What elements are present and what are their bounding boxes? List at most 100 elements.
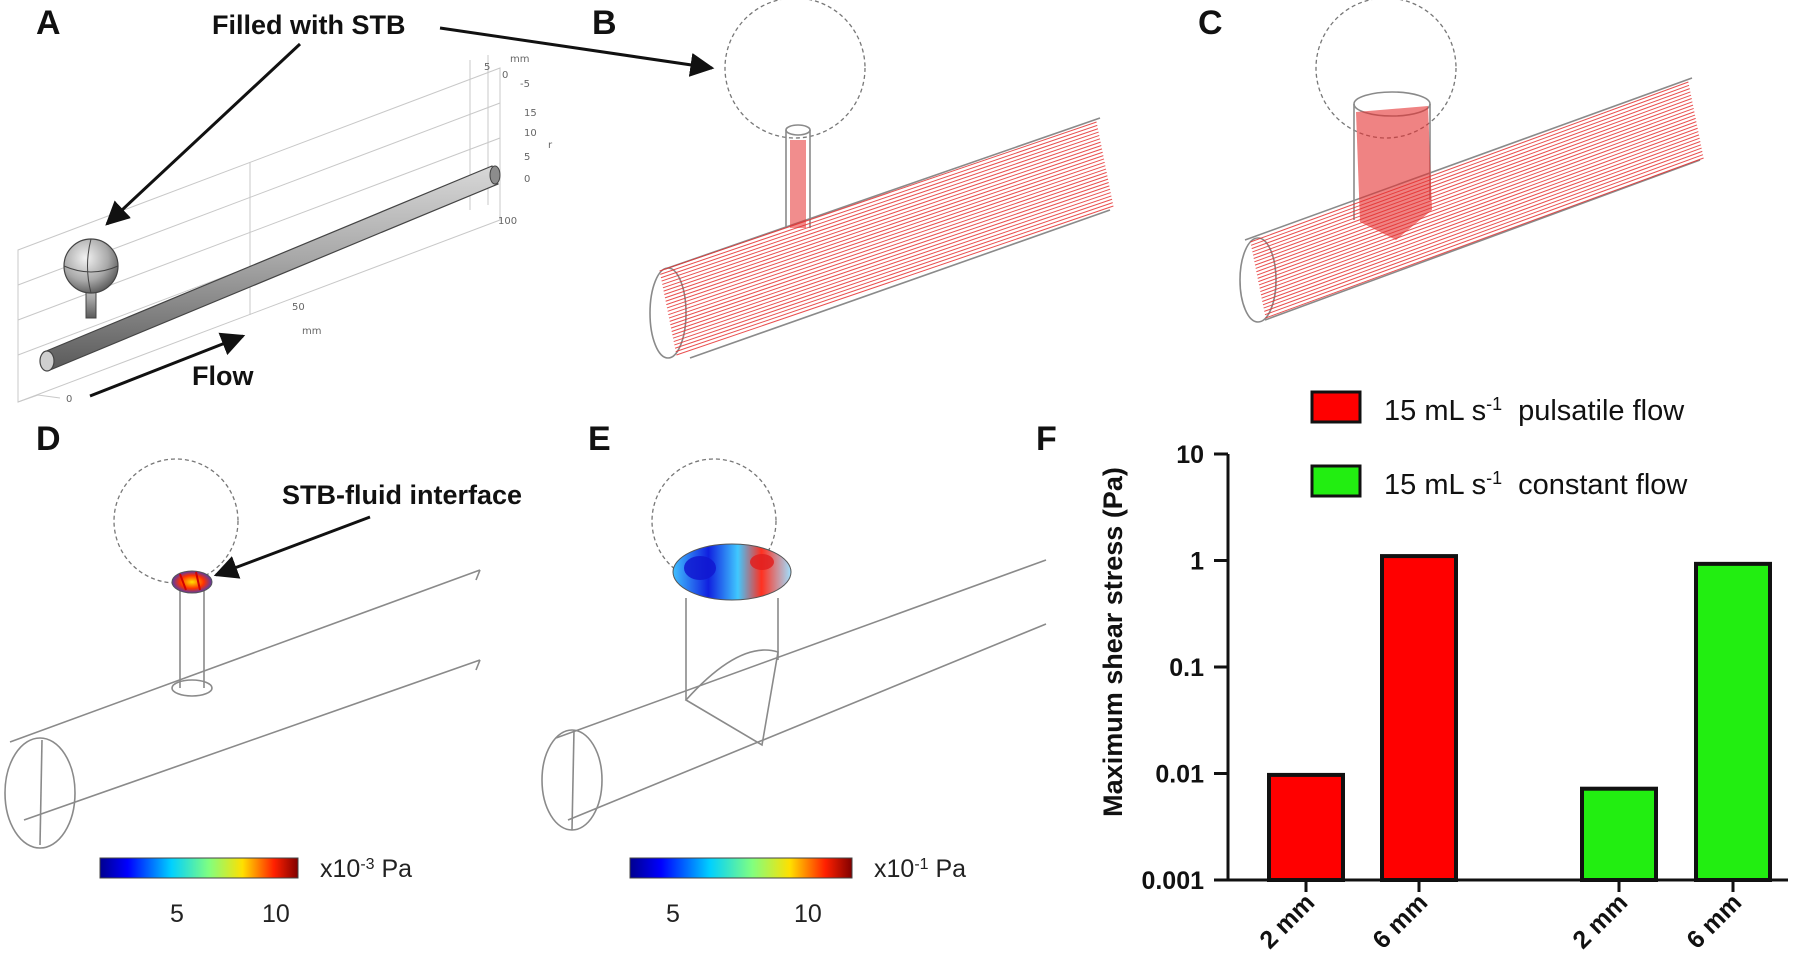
streamline	[1256, 111, 1695, 273]
streamline	[674, 198, 1113, 349]
colorbar-d-tick-10: 10	[262, 900, 290, 928]
x-tick-label: 2 mm	[1567, 888, 1633, 954]
y-tick-label: 0.001	[1141, 867, 1204, 895]
colorbar-e-tick-10: 10	[794, 900, 822, 928]
annotation-stb-fluid-interface: STB-fluid interface	[282, 480, 522, 510]
arrow-flow	[89, 332, 246, 398]
streamline	[1254, 104, 1694, 266]
y-tick-label: 0.1	[1169, 654, 1204, 682]
colorbar-e	[629, 857, 853, 879]
streamline	[675, 202, 1113, 353]
y-tick-label: 0.01	[1155, 761, 1204, 789]
panel-a-z-tick-0: 5	[484, 62, 490, 73]
y-axis-label: Maximum shear stress (Pa)	[1098, 467, 1128, 817]
streamline	[659, 121, 1097, 272]
y-tick-label: 10	[1176, 441, 1204, 469]
streamline	[673, 192, 1111, 343]
streamline	[1258, 124, 1698, 286]
streamline	[660, 128, 1099, 279]
streamline	[1262, 144, 1702, 306]
panel-e-wireframe	[541, 458, 1047, 831]
streamline	[666, 155, 1104, 306]
panel-a-r-tick-2: 5	[524, 152, 530, 163]
colorbar-d	[99, 857, 299, 879]
panel-f-chart: Maximum shear stress (Pa) 0.001 0.01 0.1 1 1…	[1098, 390, 1788, 954]
streamline	[671, 182, 1109, 332]
streamline	[1257, 117, 1696, 279]
annotation-flow: Flow	[192, 361, 254, 391]
streamline	[1260, 134, 1700, 296]
streamline	[668, 165, 1106, 316]
x-tick-label: 6 mm	[1367, 888, 1433, 954]
streamline	[669, 171, 1107, 322]
panel-a-r-tick-3: 0	[524, 174, 530, 185]
streamline	[1252, 91, 1691, 253]
panel-a-z-tick-2: -5	[520, 79, 530, 90]
streamline	[1255, 107, 1694, 269]
arrow-to-interface	[213, 515, 371, 579]
streamline	[665, 151, 1103, 302]
legend-swatch-constant	[1310, 464, 1362, 498]
arrow-to-panel-a-ball	[105, 42, 302, 226]
colorbar-d-tick-5: 5	[170, 900, 184, 928]
panel-a-x-tick-50: 50	[292, 302, 305, 313]
panel-a-r-tick-1: 10	[524, 128, 537, 139]
panel-label-c: C	[1198, 4, 1223, 42]
streamline	[667, 161, 1105, 312]
streamline	[674, 195, 1112, 346]
panel-label-f: F	[1036, 420, 1057, 458]
bar-pulsatile-0	[1267, 772, 1345, 882]
streamline	[1265, 157, 1704, 319]
panel-a-model	[17, 55, 501, 403]
panel-a-z-tick-1: 0	[502, 70, 508, 81]
streamline	[1256, 114, 1696, 276]
streamline	[664, 145, 1102, 295]
streamline	[662, 134, 1100, 285]
panel-b-streamlines	[649, 0, 1114, 359]
streamline	[661, 131, 1099, 282]
legend-swatch-pulsatile	[1310, 390, 1362, 424]
panel-a-x-tick-0: 0	[66, 394, 72, 405]
panel-d-wireframe	[4, 458, 481, 849]
panel-a-x-tick-100: 100	[498, 216, 517, 227]
y-tick-label: 1	[1190, 548, 1204, 576]
streamline	[1259, 127, 1698, 289]
panel-a-mm-bottom: mm	[302, 326, 321, 337]
bar-pulsatile-1	[1380, 554, 1458, 882]
panel-label-d: D	[36, 420, 61, 458]
streamline	[663, 141, 1101, 292]
arrow-to-panel-b-ball	[439, 26, 715, 77]
streamline	[1264, 154, 1704, 316]
streamline	[676, 205, 1114, 356]
panel-c-streamlines	[1239, 0, 1704, 323]
streamline	[1250, 84, 1690, 246]
x-tick-label: 6 mm	[1681, 888, 1747, 954]
colorbar-d-unit: x10-3 Pa	[320, 855, 412, 883]
panel-a-r-label: r	[548, 140, 553, 151]
streamline	[666, 158, 1105, 309]
streamline	[664, 148, 1103, 299]
streamline	[670, 175, 1108, 326]
streamline	[662, 138, 1101, 289]
streamline	[670, 178, 1109, 329]
panel-label-b: B	[592, 4, 617, 42]
panel-a-r-tick-0: 15	[524, 108, 537, 119]
streamline	[1252, 94, 1692, 256]
x-tick-label: 2 mm	[1254, 888, 1320, 954]
streamline	[1261, 137, 1700, 299]
colorbar-e-tick-5: 5	[666, 900, 680, 928]
streamline	[1253, 98, 1692, 259]
streamline	[672, 185, 1110, 336]
streamline	[1260, 131, 1699, 293]
streamline	[668, 168, 1107, 319]
streamline	[1264, 150, 1703, 312]
streamline	[1251, 88, 1690, 250]
panel-label-a: A	[36, 4, 61, 42]
streamline	[672, 188, 1111, 339]
bar-constant-0	[1580, 786, 1658, 882]
panel-a-mm-top: mm	[510, 54, 529, 65]
bar-constant-1	[1694, 561, 1772, 882]
